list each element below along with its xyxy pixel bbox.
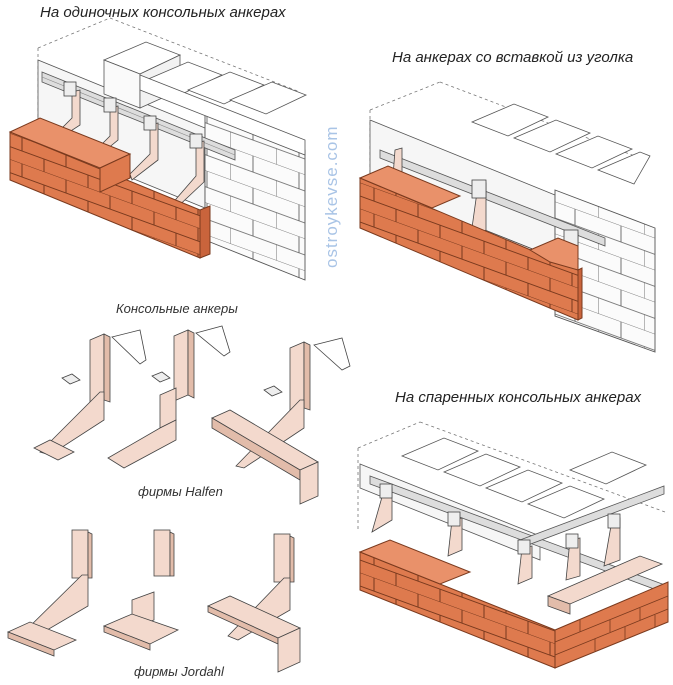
- caption-single-anchors: На одиночных консольных анкерах: [40, 4, 286, 21]
- caption-console-anchors: Консольные анкеры: [116, 301, 238, 316]
- caption-halfen: фирмы Halfen: [138, 484, 223, 499]
- caption-jordahl: фирмы Jordahl: [134, 664, 224, 679]
- caption-angle-insert-anchors: На анкерах со вставкой из уголка: [392, 49, 634, 66]
- watermark: ostroykevse.com: [322, 125, 341, 268]
- illustration-single-anchors: [8, 17, 308, 281]
- caption-paired-anchors: На спаренных консольных анкерах: [395, 389, 642, 406]
- illustration-angle-insert-anchors: [358, 81, 656, 353]
- illustration-jordahl-anchors: [6, 529, 301, 673]
- illustration-paired-anchors: [357, 421, 669, 669]
- illustration-halfen-anchors: [33, 325, 351, 505]
